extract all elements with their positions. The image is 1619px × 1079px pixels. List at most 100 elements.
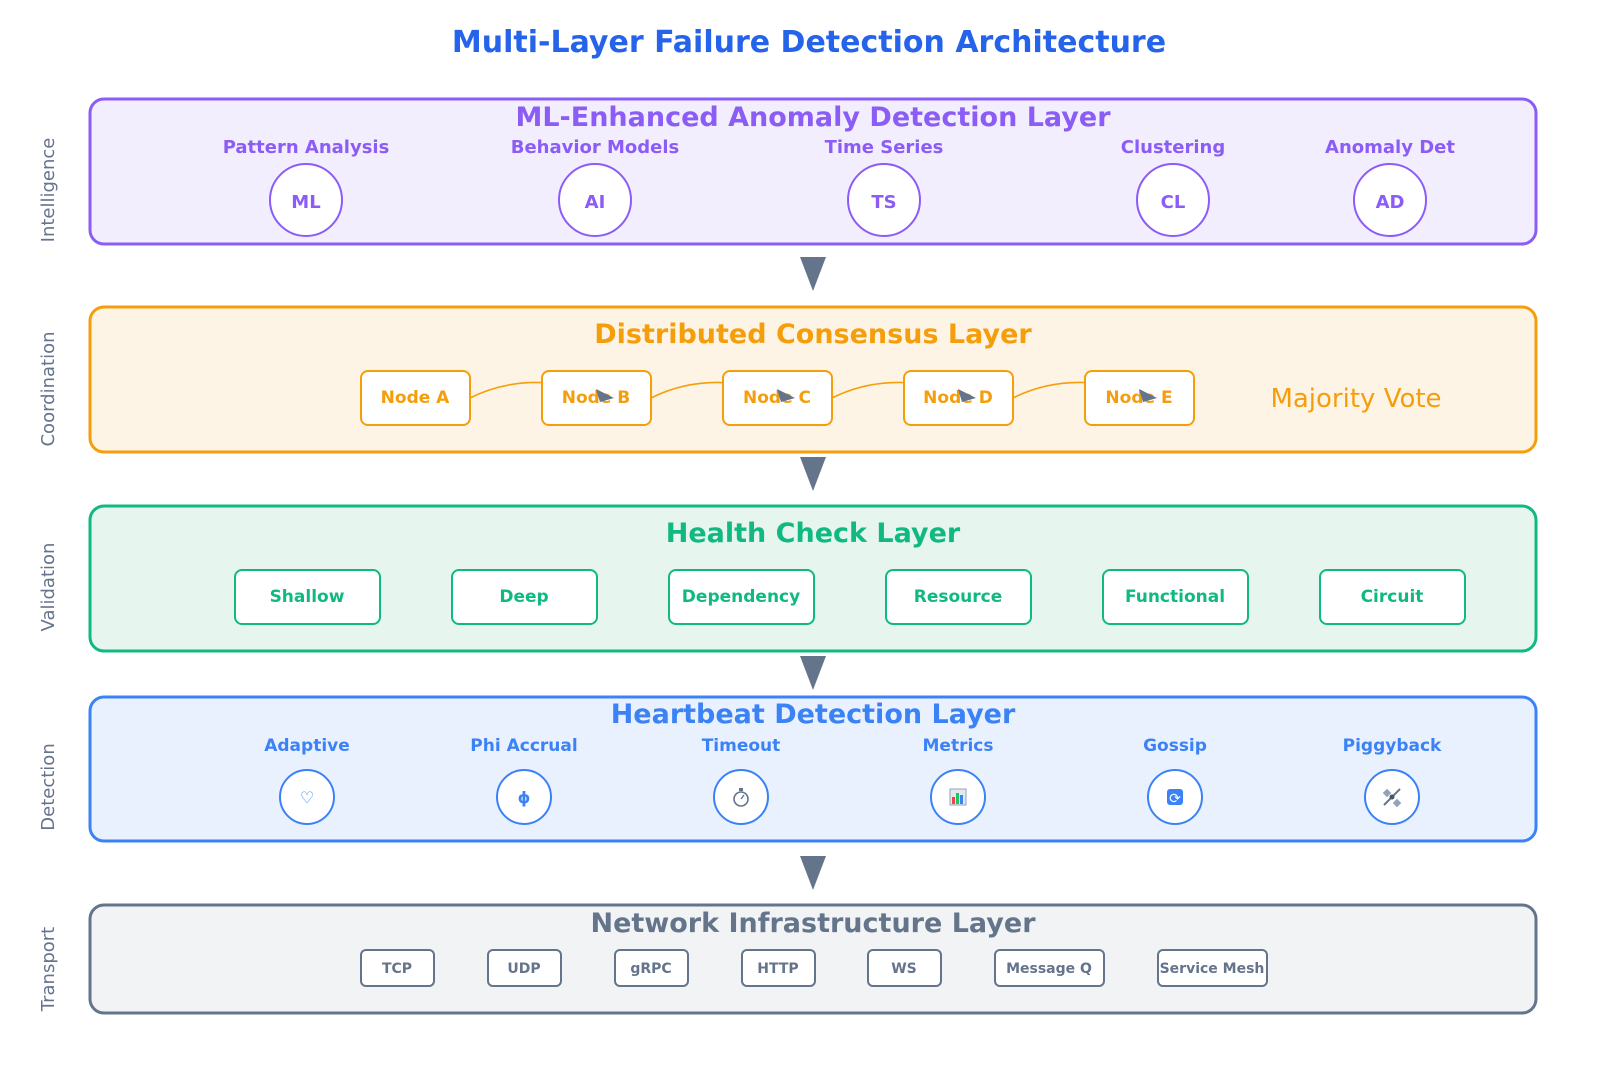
check-box xyxy=(1319,569,1466,625)
health-layer-title: Health Check Layer xyxy=(666,518,961,549)
heartbeat-item-circle xyxy=(496,769,552,825)
protocol-grpc: gRPC xyxy=(614,949,689,987)
protocol-message-q: Message Q xyxy=(994,949,1105,987)
node-box xyxy=(360,370,471,426)
link-arrowhead xyxy=(958,389,976,402)
ml-side-label: Intelligence xyxy=(38,138,59,243)
heartbeat-item-label: Adaptive xyxy=(264,736,350,756)
protocol-box xyxy=(360,949,435,987)
node-label: Node E xyxy=(1105,388,1172,408)
svg-text:⟳: ⟳ xyxy=(1169,791,1181,807)
check-label: Resource xyxy=(914,587,1003,607)
heartbeat-item-circle xyxy=(713,769,769,825)
consensus-node-d: Node D xyxy=(903,370,1014,426)
health-check-resource: Resource xyxy=(885,569,1032,625)
heartbeat-item-piggyback: Piggyback xyxy=(1343,736,1442,825)
check-box xyxy=(234,569,381,625)
check-label: Circuit xyxy=(1361,587,1424,607)
node-label: Node B xyxy=(562,388,630,408)
health-side-label: Validation xyxy=(38,543,59,632)
consensus-side-label: Coordination xyxy=(38,331,59,446)
network-layer: Network Infrastructure Layer Transport T… xyxy=(38,903,1538,1015)
health-check-circuit: Circuit xyxy=(1319,569,1466,625)
heartbeat-item-phi-accrual: Phi Accrual ϕ xyxy=(470,736,578,825)
heartbeat-item-label: Piggyback xyxy=(1343,736,1442,756)
check-label: Functional xyxy=(1125,587,1225,607)
ml-layer: ML-Enhanced Anomaly Detection Layer Inte… xyxy=(38,97,1538,246)
health-check-dependency: Dependency xyxy=(668,569,815,625)
protocol-box xyxy=(994,949,1105,987)
heartbeat-item-label: Gossip xyxy=(1143,736,1207,756)
protocol-ws: WS xyxy=(867,949,942,987)
protocol-box xyxy=(741,949,816,987)
protocol-label: TCP xyxy=(382,961,412,977)
ml-item-label: Anomaly Det xyxy=(1325,137,1455,158)
ml-item-abbr: ML xyxy=(291,192,320,213)
ml-item-label: Behavior Models xyxy=(511,137,680,158)
consensus-node-c: Node C xyxy=(722,370,833,426)
heartbeat-item-label: Timeout xyxy=(702,736,781,756)
protocol-box xyxy=(1157,949,1268,987)
ml-item-circle xyxy=(558,163,632,237)
node-box xyxy=(903,370,1014,426)
down-arrow xyxy=(800,856,826,890)
heartbeat-item-timeout: Timeout xyxy=(702,736,781,825)
node-box xyxy=(1084,370,1195,426)
consensus-node-e: Node E xyxy=(1084,370,1195,426)
refresh-icon: ⟳ xyxy=(1167,789,1183,807)
network-layer-title: Network Infrastructure Layer xyxy=(590,908,1036,939)
protocol-http: HTTP xyxy=(741,949,816,987)
ml-layer-title: ML-Enhanced Anomaly Detection Layer xyxy=(515,102,1111,133)
health-check-deep: Deep xyxy=(451,569,598,625)
heartbeat-item-adaptive: Adaptive ♡ xyxy=(264,736,350,825)
protocol-label: UDP xyxy=(507,961,540,977)
check-box xyxy=(1102,569,1249,625)
protocol-label: Service Mesh xyxy=(1160,961,1265,977)
protocol-label: WS xyxy=(891,961,917,977)
ml-item-abbr: CL xyxy=(1161,192,1186,213)
ml-item-label: Pattern Analysis xyxy=(223,137,390,158)
down-arrow xyxy=(800,656,826,690)
heartbeat-item-circle xyxy=(279,769,335,825)
heart-icon: ♡ xyxy=(300,788,314,807)
health-check-functional: Functional xyxy=(1102,569,1249,625)
consensus-layer: Distributed Consensus Layer Coordination… xyxy=(38,305,1538,454)
check-label: Dependency xyxy=(682,587,800,607)
ml-item-label: Time Series xyxy=(825,137,944,158)
protocol-label: gRPC xyxy=(630,961,671,977)
bar-chart-icon xyxy=(949,788,967,806)
ml-item-clustering: Clustering CL xyxy=(1121,137,1225,237)
ml-item-time-series: Time Series TS xyxy=(825,137,944,237)
heartbeat-item-label: Phi Accrual xyxy=(470,736,577,756)
ml-item-abbr: TS xyxy=(871,192,896,213)
link-arrowhead xyxy=(777,389,795,402)
heartbeat-item-metrics: Metrics xyxy=(923,736,994,825)
ml-item-abbr: AD xyxy=(1376,192,1405,213)
heartbeat-item-label: Metrics xyxy=(923,736,994,756)
consensus-node-b: Node B xyxy=(541,370,652,426)
link-arrowhead xyxy=(596,389,614,402)
ml-item-abbr: AI xyxy=(585,192,606,213)
check-label: Shallow xyxy=(270,587,345,607)
network-side-label: Transport xyxy=(38,927,59,1012)
down-arrow xyxy=(800,257,826,291)
heartbeat-item-gossip: Gossip ⟳ xyxy=(1143,736,1207,825)
majority-vote-label: Majority Vote xyxy=(1270,384,1441,414)
protocol-box xyxy=(614,949,689,987)
node-box xyxy=(722,370,833,426)
check-box xyxy=(668,569,815,625)
protocol-tcp: TCP xyxy=(360,949,435,987)
phi-icon: ϕ xyxy=(518,788,531,807)
ml-item-circle xyxy=(847,163,921,237)
node-label: Node C xyxy=(743,388,811,408)
check-label: Deep xyxy=(499,587,548,607)
satellite-icon xyxy=(1382,788,1402,808)
ml-item-circle xyxy=(1136,163,1210,237)
node-label: Node D xyxy=(923,388,993,408)
ml-item-circle xyxy=(269,163,343,237)
protocol-service-mesh: Service Mesh xyxy=(1157,949,1268,987)
protocol-box xyxy=(867,949,942,987)
protocol-udp: UDP xyxy=(487,949,562,987)
ml-item-behavior-models: Behavior Models AI xyxy=(511,137,680,237)
